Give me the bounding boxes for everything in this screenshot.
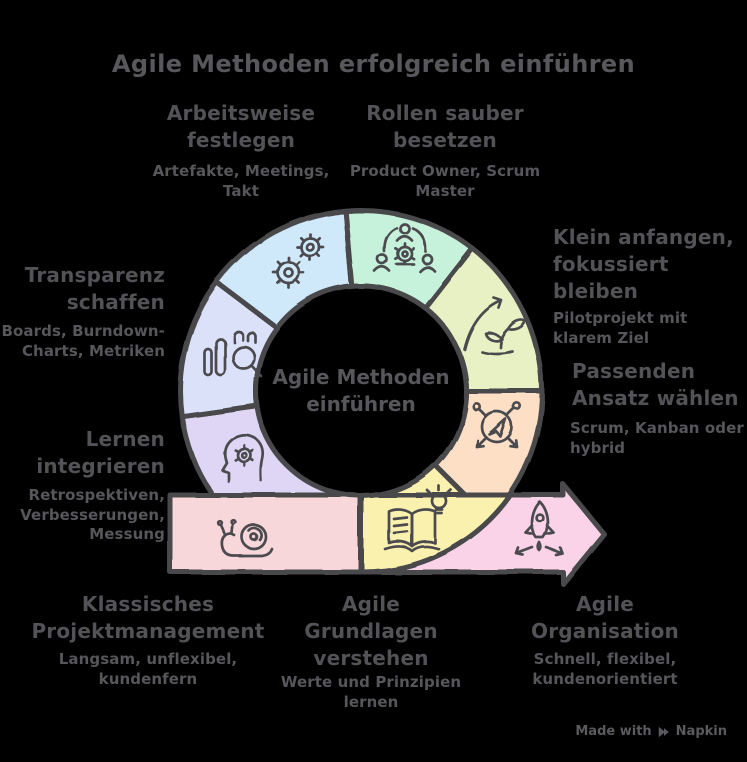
ring-center-hole — [253, 283, 469, 499]
label-ansatz-sub: Scrum, Kanban oder hybrid — [570, 419, 744, 457]
label-lernen-sub: Retrospektiven, Verbesserungen, Messung — [20, 486, 165, 543]
rocket-icon — [515, 500, 565, 557]
segment-icons — [202, 222, 565, 558]
napkin-brand-text: Napkin — [675, 724, 727, 739]
label-transparenz-heading: Transparenz schaffen — [24, 263, 165, 314]
label-ansatz-heading: Passenden Ansatz wählen — [572, 359, 739, 410]
label-transparenz-sub: Boards, Burndown- Charts, Metriken — [1, 322, 165, 360]
cycle-segments — [167, 207, 607, 587]
label-klassisch-heading: Klassisches Projektmanagement — [31, 592, 265, 643]
book-lightbulb-icon — [383, 484, 453, 553]
navigation-icon — [471, 401, 523, 449]
head-gear-icon — [220, 433, 265, 483]
made-with-napkin-badge: Made with Napkin — [575, 724, 727, 739]
label-rollen-heading: Rollen sauber besetzen — [366, 101, 524, 152]
hand-magnifier-icon — [202, 329, 263, 378]
label-grundlagen-sub: Werte und Prinzipien lernen — [280, 673, 462, 711]
page-title: Agile Methoden erfolgreich einführen — [111, 50, 636, 78]
team-icon — [373, 222, 436, 273]
label-klein-anfangen-sub: Pilotprojekt mit klarem Ziel — [553, 309, 688, 347]
label-klein-anfangen-heading: Klein anfangen, fokussiert bleiben — [553, 225, 734, 303]
growth-icon — [462, 296, 527, 355]
label-arbeitsweise-heading: Arbeitsweise festlegen — [166, 101, 316, 152]
label-organisation-sub: Schnell, flexibel, kundenorientiert — [532, 650, 678, 688]
snail-icon — [216, 518, 274, 558]
label-organisation-heading: Agile Organisation — [531, 592, 679, 643]
made-with-text: Made with — [575, 724, 652, 739]
label-arbeitsweise-sub: Artefakte, Meetings, Takt — [152, 162, 330, 200]
napkin-logo-icon — [658, 726, 669, 737]
ring-center-label: Agile Methoden einführen — [272, 365, 450, 416]
gears-icon — [272, 232, 325, 290]
label-grundlagen-heading: Agile Grundlagen verstehen — [304, 592, 438, 670]
label-lernen-heading: Lernen integrieren — [36, 427, 165, 478]
label-rollen-sub: Product Owner, Scrum Master — [349, 162, 541, 200]
label-klassisch-sub: Langsam, unflexibel, kundenfern — [58, 650, 238, 688]
